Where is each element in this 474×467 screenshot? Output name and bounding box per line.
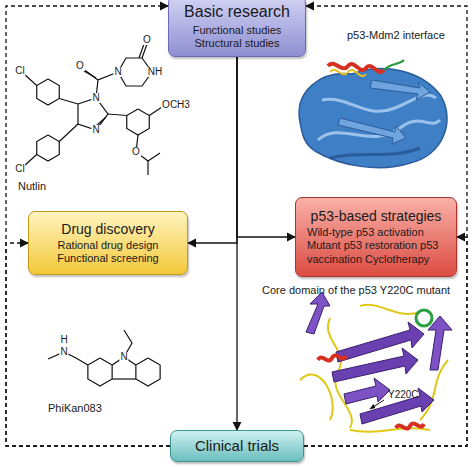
atom-label: OCH3 [161, 100, 191, 110]
flow-arrow [188, 57, 237, 243]
atom-label: Cl [14, 66, 25, 76]
atom-label: Cl [14, 164, 25, 174]
chemical-bond [127, 109, 150, 135]
structure-caption: p53-Mdm2 interface [347, 29, 445, 41]
box-body: Rational drug design Functional screenin… [41, 239, 175, 265]
atom-label: N [59, 347, 68, 357]
chemical-bond [24, 155, 37, 167]
atom-label: N [91, 93, 100, 103]
atom-label: H [59, 335, 68, 345]
chemical-bond [59, 124, 78, 142]
box-body: Wild-type p53 activation Mutant p53 rest… [307, 226, 445, 266]
atom-label: N [119, 352, 128, 362]
chemical-bond [108, 114, 127, 116]
atom-label: O [131, 147, 141, 157]
box-title: p53-based strategies [306, 208, 446, 224]
box-title: Clinical trials [181, 437, 293, 454]
discovery-box: Drug discoveryRational drug design Funct… [28, 211, 188, 275]
chemical-bond [139, 44, 144, 58]
atom-label: O [75, 61, 85, 71]
research-box: Basic researchFunctional studies Structu… [168, 0, 306, 57]
box-body: Functional studies Structural studies [181, 24, 293, 50]
atom-label: NH [147, 67, 163, 77]
chemical-bond [37, 79, 60, 105]
chemical-bond [37, 135, 60, 161]
structure-caption: Core domain of the p53 Y220C mutant [262, 284, 450, 296]
box-title: Drug discovery [39, 221, 177, 237]
chemical-bond [59, 99, 78, 105]
box-title: Basic research [179, 3, 295, 21]
chemical-bond [24, 74, 37, 86]
atom-label: O [142, 35, 152, 45]
chemical-bond [112, 378, 136, 379]
flow-arrow [237, 57, 295, 237]
chemical-bond [84, 71, 96, 78]
atom-label: N [91, 125, 100, 135]
chemical-bond [149, 107, 162, 116]
strategy-box: p53-based strategiesWild-type p53 activa… [295, 197, 457, 277]
compound-name: PhiKan083 [48, 402, 102, 414]
trials-box: Clinical trials [170, 430, 304, 462]
mutation-label: Y220C [388, 389, 419, 400]
mdm2-structure [299, 60, 447, 168]
chemical-bond [147, 161, 148, 175]
atom-label: N [113, 67, 122, 77]
compound-name: Nutlin [18, 180, 46, 192]
y220c-core-domain [300, 292, 452, 432]
chemical-bond [136, 358, 160, 386]
chemical-bond [88, 358, 112, 386]
